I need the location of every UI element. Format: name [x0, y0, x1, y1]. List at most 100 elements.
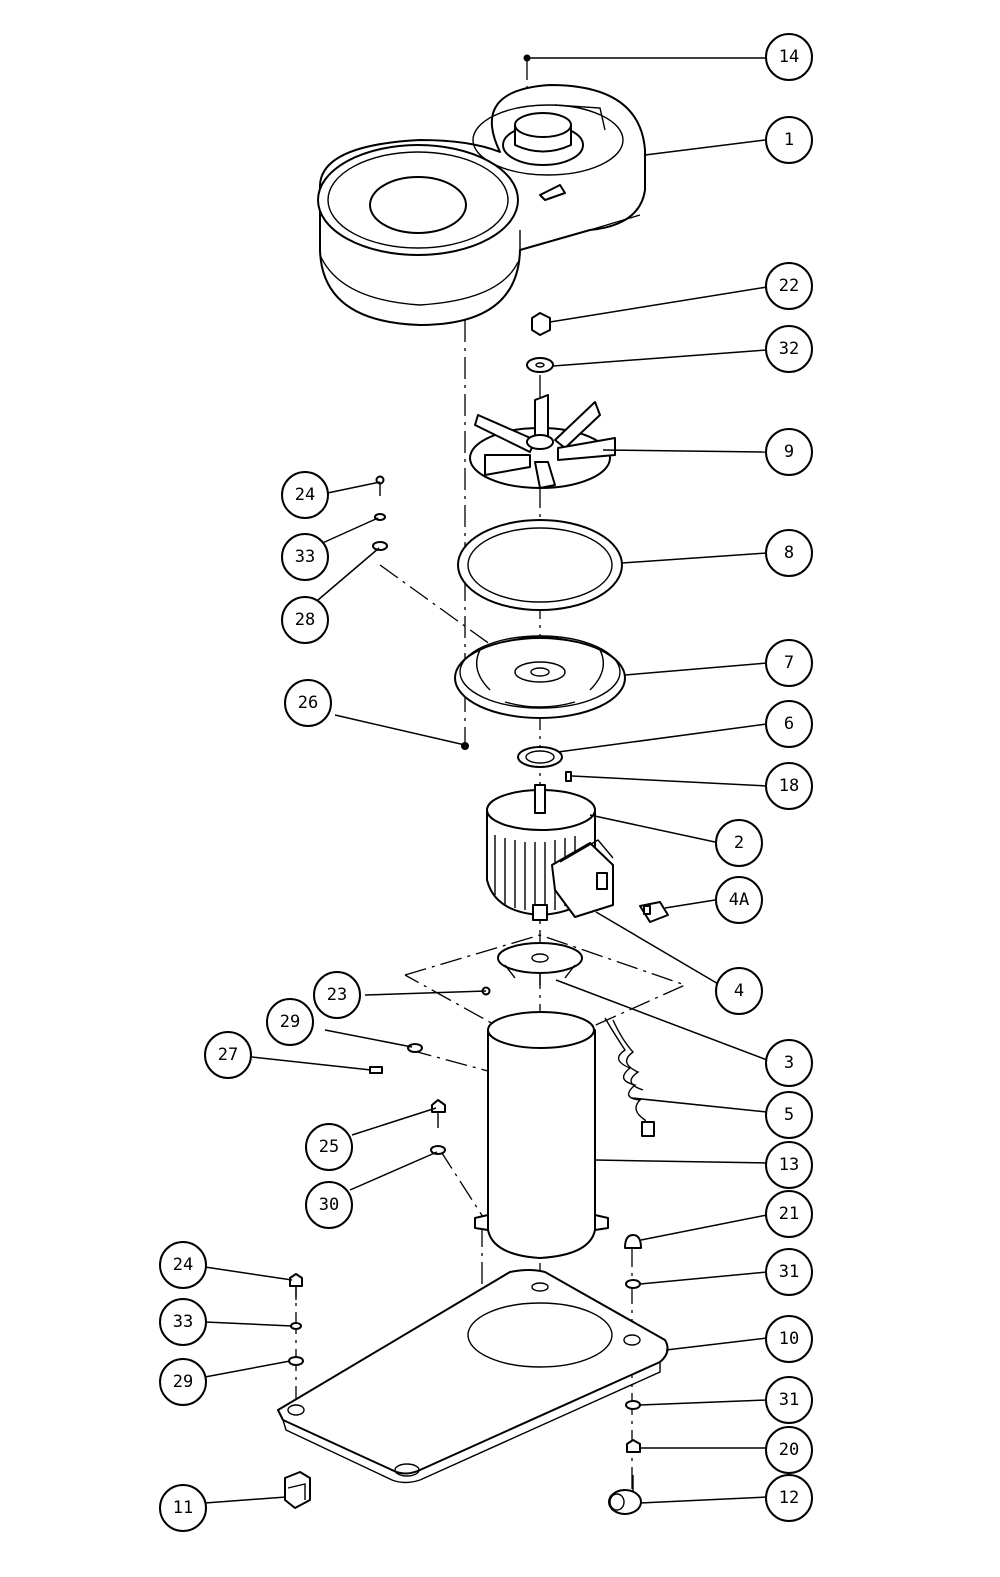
callout-30: 30: [305, 1181, 353, 1229]
callout-label: 24: [173, 1255, 193, 1275]
callout-label: 33: [173, 1312, 193, 1332]
callout-7: 7: [765, 639, 813, 687]
callout-label: 1: [784, 130, 794, 150]
callout-label: 4A: [729, 890, 749, 910]
switch-4a: [639, 901, 669, 923]
bolt-25: [431, 1099, 446, 1128]
callout-label: 14: [779, 47, 799, 67]
nut-22: [531, 312, 551, 336]
foot-11: [284, 1471, 311, 1509]
callout-label: 30: [319, 1195, 339, 1215]
callout-label: 24: [295, 485, 315, 505]
washer-29-upper: [407, 1043, 423, 1053]
callout-33: 33: [159, 1298, 207, 1346]
callout-4: 4: [715, 967, 763, 1015]
callout-6: 6: [765, 700, 813, 748]
callout-24: 24: [281, 471, 329, 519]
washer-31-upper: [625, 1279, 641, 1289]
callout-18: 18: [765, 762, 813, 810]
washer-31-lower: [625, 1400, 641, 1410]
key-18: [565, 771, 572, 782]
callout-label: 29: [280, 1012, 300, 1032]
callout-31: 31: [765, 1376, 813, 1424]
callout-9: 9: [765, 428, 813, 476]
leader-lines: [204, 57, 768, 1504]
callout-32: 32: [765, 325, 813, 373]
washer-29-lower: [288, 1356, 304, 1366]
callout-label: 23: [327, 985, 347, 1005]
callout-label: 9: [784, 442, 794, 462]
callout-label: 7: [784, 653, 794, 673]
callout-label: 27: [218, 1045, 238, 1065]
base-plate: [277, 1269, 669, 1484]
lock-washer-33-lower: [290, 1322, 302, 1330]
callout-22: 22: [765, 262, 813, 310]
column-tube: [474, 1011, 609, 1259]
callout-label: 33: [295, 547, 315, 567]
screw-27: [369, 1066, 383, 1074]
callout-1: 1: [765, 116, 813, 164]
callout-bubbles: 14 1 22 32 9 24 33 28 8 7 26 6 18 2 4A 4 23 29 27 3 5 25 13 30 2…: [159, 33, 813, 1532]
callout-label: 6: [784, 714, 794, 734]
callout-label: 28: [295, 610, 315, 630]
callout-label: 32: [779, 339, 799, 359]
callout-8: 8: [765, 529, 813, 577]
callout-label: 20: [779, 1440, 799, 1460]
callout-label: 5: [784, 1105, 794, 1125]
callout-label: 22: [779, 276, 799, 296]
callout-27: 27: [204, 1031, 252, 1079]
callout-3: 3: [765, 1039, 813, 1087]
motor: [486, 784, 614, 921]
bolt-24-lower: [289, 1273, 303, 1300]
callout-label: 18: [779, 776, 799, 796]
callout-label: 10: [779, 1329, 799, 1349]
callout-label: 8: [784, 543, 794, 563]
nut-20: [626, 1439, 641, 1453]
washer-32: [526, 357, 554, 373]
bolt-24-upper: [375, 475, 385, 496]
callout-label: 31: [779, 1390, 799, 1410]
callout-label: 26: [298, 693, 318, 713]
washer-30: [430, 1145, 446, 1155]
callout-2: 2: [715, 819, 763, 867]
callout-5: 5: [765, 1091, 813, 1139]
callout-label: 31: [779, 1262, 799, 1282]
callout-label: 2: [734, 833, 744, 853]
callout-label: 4: [734, 981, 744, 1001]
cooling-fan: [497, 942, 583, 985]
washer-28: [372, 541, 388, 551]
callout-29: 29: [159, 1358, 207, 1406]
callout-label: 13: [779, 1155, 799, 1175]
callout-23: 23: [313, 971, 361, 1019]
callout-26: 26: [284, 679, 332, 727]
callout-10: 10: [765, 1315, 813, 1363]
callout-29: 29: [266, 998, 314, 1046]
callout-11: 11: [159, 1484, 207, 1532]
callout-label: 3: [784, 1053, 794, 1073]
mounting-plate: [454, 635, 626, 719]
blower-housing: [317, 84, 646, 326]
screw-26: [461, 742, 469, 750]
seal-ring: [517, 746, 563, 768]
callout-12: 12: [765, 1474, 813, 1522]
power-cord: [604, 1017, 655, 1137]
callout-label: 29: [173, 1372, 193, 1392]
callout-25: 25: [305, 1123, 353, 1171]
impeller: [469, 394, 616, 489]
callout-4a: 4A: [715, 876, 763, 924]
callout-24: 24: [159, 1241, 207, 1289]
callout-label: 11: [173, 1498, 193, 1518]
caster-12: [608, 1475, 642, 1515]
callout-label: 25: [319, 1137, 339, 1157]
callout-14: 14: [765, 33, 813, 81]
callout-28: 28: [281, 596, 329, 644]
callout-13: 13: [765, 1141, 813, 1189]
callout-label: 12: [779, 1488, 799, 1508]
cap-nut-21: [624, 1234, 642, 1249]
callout-33: 33: [281, 533, 329, 581]
callout-31: 31: [765, 1248, 813, 1296]
callout-21: 21: [765, 1190, 813, 1238]
callout-20: 20: [765, 1426, 813, 1474]
callout-label: 21: [779, 1204, 799, 1224]
